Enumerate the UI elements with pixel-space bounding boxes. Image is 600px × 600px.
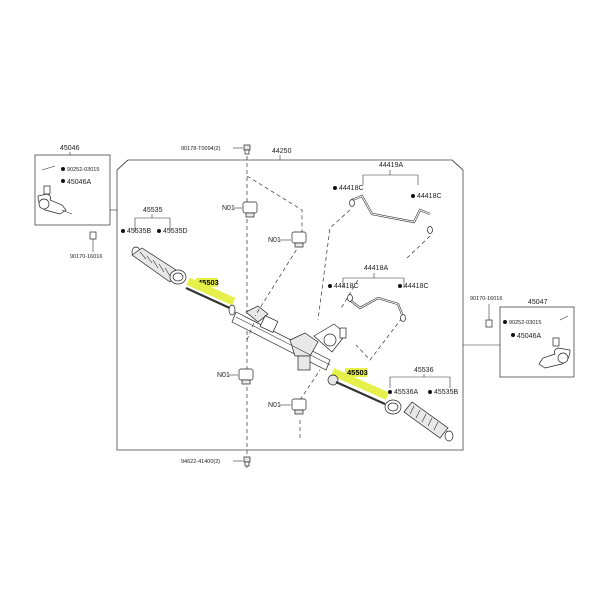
bushing-1-icon [242,201,258,218]
right-tie-rod-box [499,306,575,378]
right-tie-rod-label: 45047 [528,299,548,306]
upper-tube-fitting-1-label: 44418C [339,185,364,192]
lower-tube-label: 44418A [364,265,388,272]
right-boot-label: 45536A [394,389,418,396]
main-assembly-label: 44250 [272,148,292,155]
right-boot-ring-icon [384,399,402,415]
left-rack-end-label: 45503 [198,278,219,287]
left-tie-rod-end-icon [37,185,73,215]
right-lock-nut-icon [485,319,493,328]
left-boot-icon [131,247,177,283]
top-bolt-label: 90178-T0094(2) [181,146,221,152]
right-tie-rod-end-icon [538,315,571,369]
left-tie-rod-end-label: 45046A [67,179,91,186]
left-rack-end-rod-highlight [186,277,236,306]
bottom-bolt-label: 94622-41400(2) [181,459,220,465]
right-rack-end-label: 45503 [347,368,368,377]
steering-rack-body-icon [231,305,347,371]
left-nut-label: 90252-03015 [67,167,99,173]
left-lock-nut-icon [89,231,97,240]
left-rack-end-icon [185,287,236,316]
right-rack-end-icon [327,374,386,406]
upper-tube-label: 44419A [379,162,403,169]
lower-tube-fitting-2-label: 44418C [404,283,429,290]
left-tie-rod-box [34,154,111,226]
right-tie-rod-end-label: 45046A [517,333,541,340]
top-bolt-icon [243,144,251,155]
lower-tube-icon [347,294,406,322]
bushing-3-label: N01 [217,372,230,379]
left-tie-rod-label: 45046 [60,145,80,152]
bottom-bolt-icon [243,456,251,467]
left-lock-nut-label: 90170-16016 [70,254,102,260]
bushing-4-label: N01 [268,402,281,409]
left-boot-kit-label: 45535 [143,207,163,214]
right-rack-end-highlight [345,368,367,377]
left-boot-label: 45535D [163,228,188,235]
main-assembly-frame [116,159,464,451]
right-clamp-icon [444,430,454,442]
left-clamp-label: 45535B [127,228,151,235]
upper-tube-icon [349,194,433,234]
bushing-3-icon [238,368,254,385]
bushing-4-icon [291,398,307,415]
left-boot-ring-icon [169,269,187,285]
right-clamp-label: 45535B [434,389,458,396]
lower-tube-fitting-1-label: 44418C [334,283,359,290]
left-rack-end-highlight [196,278,218,287]
bushing-1-label: N01 [222,205,235,212]
bushing-2-label: N01 [268,237,281,244]
right-boot-kit-label: 45536 [414,367,434,374]
right-lock-nut-label: 90170-16016 [470,296,502,302]
right-nut-label: 90252-03015 [509,320,541,326]
right-rack-end-rod-highlight [330,368,390,400]
right-boot-icon [403,401,449,439]
upper-tube-fitting-2-label: 44418C [417,193,442,200]
bushing-2-icon [291,231,307,248]
